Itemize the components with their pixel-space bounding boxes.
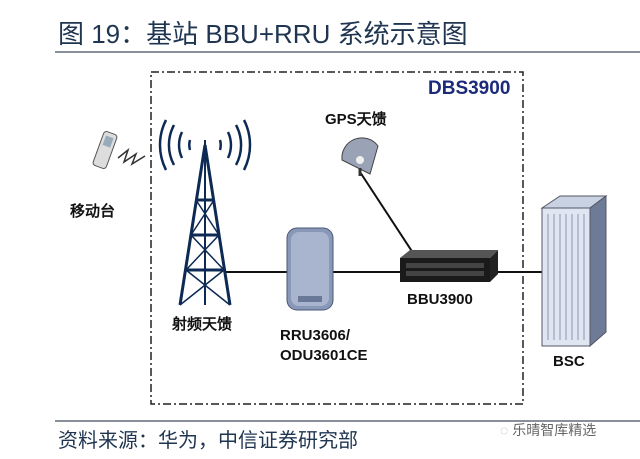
dbs3900-label: DBS3900 (428, 78, 511, 99)
wechat-icon: ◌ (500, 422, 513, 438)
antenna-tower-icon (158, 119, 252, 306)
source-note: 资料来源：华为，中信证券研究部 (58, 430, 358, 452)
gps-antenna-icon (341, 137, 379, 176)
antenna-label: 射频天馈 (172, 316, 233, 333)
gps-label: GPS天馈 (325, 111, 387, 128)
bbu-unit-icon (400, 250, 498, 282)
bottom-rule (55, 420, 640, 422)
rru-label-line2: ODU3601CE (280, 347, 368, 364)
rru-label-line1: RRU3606/ (280, 327, 351, 344)
bbu-label: BBU3900 (407, 291, 473, 308)
mobile-label: 移动台 (70, 203, 116, 220)
watermark: ◌ 乐晴智库精选 (500, 420, 596, 440)
watermark-text: 乐晴智库精选 (512, 422, 597, 438)
link-gps-bbu (359, 171, 416, 257)
bsc-label: BSC (553, 353, 585, 370)
rru-unit-icon (286, 227, 334, 311)
mobile-phone-icon (92, 131, 146, 169)
bsc-rack-icon (540, 195, 608, 348)
top-rule (55, 51, 640, 53)
figure-title: 图 19：基站 BBU+RRU 系统示意图 (58, 19, 468, 49)
